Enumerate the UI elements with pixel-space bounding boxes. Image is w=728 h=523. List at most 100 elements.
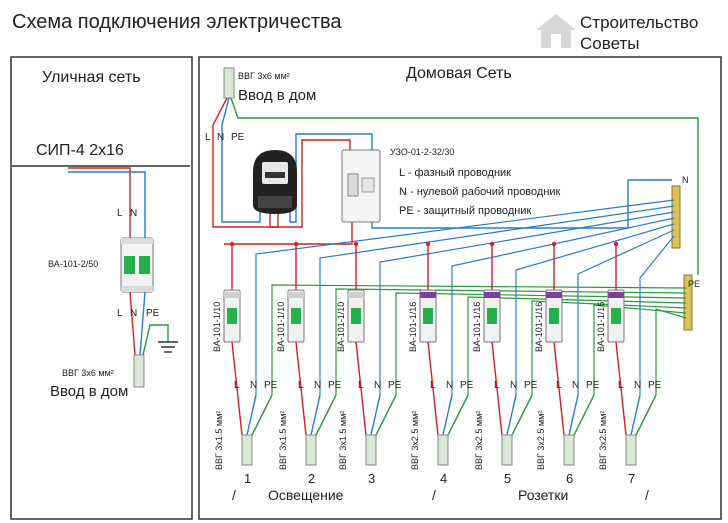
- home-input: Ввод в дом: [238, 87, 316, 104]
- site-logo: Строительство Советы: [536, 13, 698, 53]
- street-breaker-lever-2: [139, 256, 150, 274]
- group-3-pe-feed: [395, 292, 687, 395]
- group-3-breaker-lever: [351, 308, 361, 324]
- group-3-breaker-label: ВА-101-1/10: [336, 302, 346, 352]
- street-panel: [10, 56, 193, 520]
- group-3-phase-out: [355, 341, 367, 436]
- footer-lighting: Освещение: [268, 487, 344, 503]
- home-title: Домовая Сеть: [406, 65, 512, 82]
- group-1-neutral-out: [246, 394, 257, 436]
- group-5-pe-feed: [531, 300, 687, 395]
- group-4-number: 4: [440, 471, 447, 486]
- group-6-pe-label: PE: [586, 380, 600, 391]
- group-3-pe-out: [375, 394, 397, 436]
- meter-terminals: [258, 196, 292, 208]
- group-1-phase-joint: [229, 241, 235, 247]
- pe-bus-label: PE: [688, 279, 700, 289]
- street-l-bottom: L: [117, 308, 123, 319]
- group-5-breaker-label: ВА-101-1/16: [472, 302, 482, 352]
- group-4-phase-out: [427, 341, 439, 436]
- group-3-cable-label: ВВГ 3х1.5 мм²: [338, 411, 348, 470]
- street-cable-end: [133, 354, 145, 388]
- legend-item-n: N - нулевой рабочий проводник: [399, 186, 561, 198]
- group-6-pe-feed: [593, 304, 687, 395]
- group-6-neutral-feed: [577, 229, 675, 395]
- input-wire-l: [212, 97, 279, 228]
- group-6-neutral-out: [568, 394, 579, 436]
- group-5-breaker-lever: [487, 308, 497, 324]
- meter-counter: [265, 172, 285, 178]
- group-1-cable-end: [241, 434, 253, 466]
- rcd-test: [361, 177, 375, 193]
- group-1-pe-out: [251, 394, 273, 436]
- legend-item-pe: PE - защитный проводник: [399, 205, 531, 217]
- street-l-top: L: [117, 208, 123, 219]
- group-7-neutral-out: [630, 394, 641, 436]
- street-wires: [68, 167, 178, 356]
- street-title: Уличная сеть: [42, 69, 141, 86]
- group-4-l-label: L: [430, 380, 436, 391]
- group-3-pe-label: PE: [388, 380, 402, 391]
- home-panel: [198, 56, 722, 520]
- group-7-breaker-lever: [611, 308, 621, 324]
- rcd-device: [341, 149, 381, 223]
- group-5-pe-out: [511, 394, 533, 436]
- group-1-pe-feed: [271, 284, 687, 395]
- group-7-pe-out: [635, 394, 657, 436]
- group-5-phase-out: [491, 341, 503, 436]
- group-6-n-label: N: [572, 380, 579, 391]
- group-2-n-label: N: [314, 380, 321, 391]
- group-6-phase-out: [553, 341, 565, 436]
- house-icon: [536, 14, 576, 48]
- group-1-number: 1: [244, 471, 251, 486]
- group-3-l-label: L: [358, 380, 364, 391]
- group-2-cable-end: [305, 434, 317, 466]
- group-7-neutral-feed: [639, 235, 675, 395]
- group-4-breaker-label: ВА-101-1/16: [408, 302, 418, 352]
- group-1-breaker-lever: [227, 308, 237, 324]
- group-6-breaker-label: ВА-101-1/16: [534, 302, 544, 352]
- group-6-cable-label: ВВГ 3х2.5 мм²: [536, 411, 546, 470]
- street-breaker: [120, 237, 154, 293]
- group-1-n-label: N: [250, 380, 257, 391]
- street-breaker-lever-1: [124, 256, 135, 274]
- group-7-number: 7: [628, 471, 635, 486]
- group-7-breaker-cap: [608, 292, 624, 298]
- group-2-cable-label: ВВГ 3х1.5 мм²: [278, 411, 288, 470]
- group-2-phase-joint: [293, 241, 299, 247]
- group-5-phase-joint: [489, 241, 495, 247]
- group-4-cable-end: [437, 434, 449, 466]
- group-6-number: 6: [566, 471, 573, 486]
- house-door: [551, 34, 561, 48]
- group-5-cable-label: ВВГ 3х2.5 мм²: [474, 411, 484, 470]
- group-4-pe-out: [447, 394, 469, 436]
- rcd-label: УЗО-01-2-32/30: [390, 147, 454, 157]
- group-3-breaker-cap: [348, 292, 364, 298]
- rcd-lever: [347, 173, 359, 197]
- group-6-cable-end: [563, 434, 575, 466]
- street-n-top: N: [130, 208, 137, 219]
- meter-to-rcd-l: [269, 139, 351, 228]
- logo-line2: Советы: [580, 34, 639, 53]
- home-cable-in: ВВГ 3х6 мм²: [238, 71, 290, 81]
- group-3-neutral-feed: [379, 211, 675, 395]
- group-6-breaker-cap: [546, 292, 562, 298]
- rcd-phase-bus: [224, 222, 353, 245]
- group-2-l-label: L: [298, 380, 304, 391]
- group-7-phase-joint: [613, 241, 619, 247]
- n-bus-label: N: [682, 175, 689, 185]
- group-2-breaker-lever: [291, 308, 301, 324]
- group-1-breaker-cap: [224, 292, 240, 298]
- logo-line1: Строительство: [580, 13, 698, 32]
- group-4-n-label: N: [446, 380, 453, 391]
- group-2-pe-label: PE: [328, 380, 342, 391]
- group-2-number: 2: [308, 471, 315, 486]
- group-7-breaker-label: ВА-101-1/16: [596, 302, 606, 352]
